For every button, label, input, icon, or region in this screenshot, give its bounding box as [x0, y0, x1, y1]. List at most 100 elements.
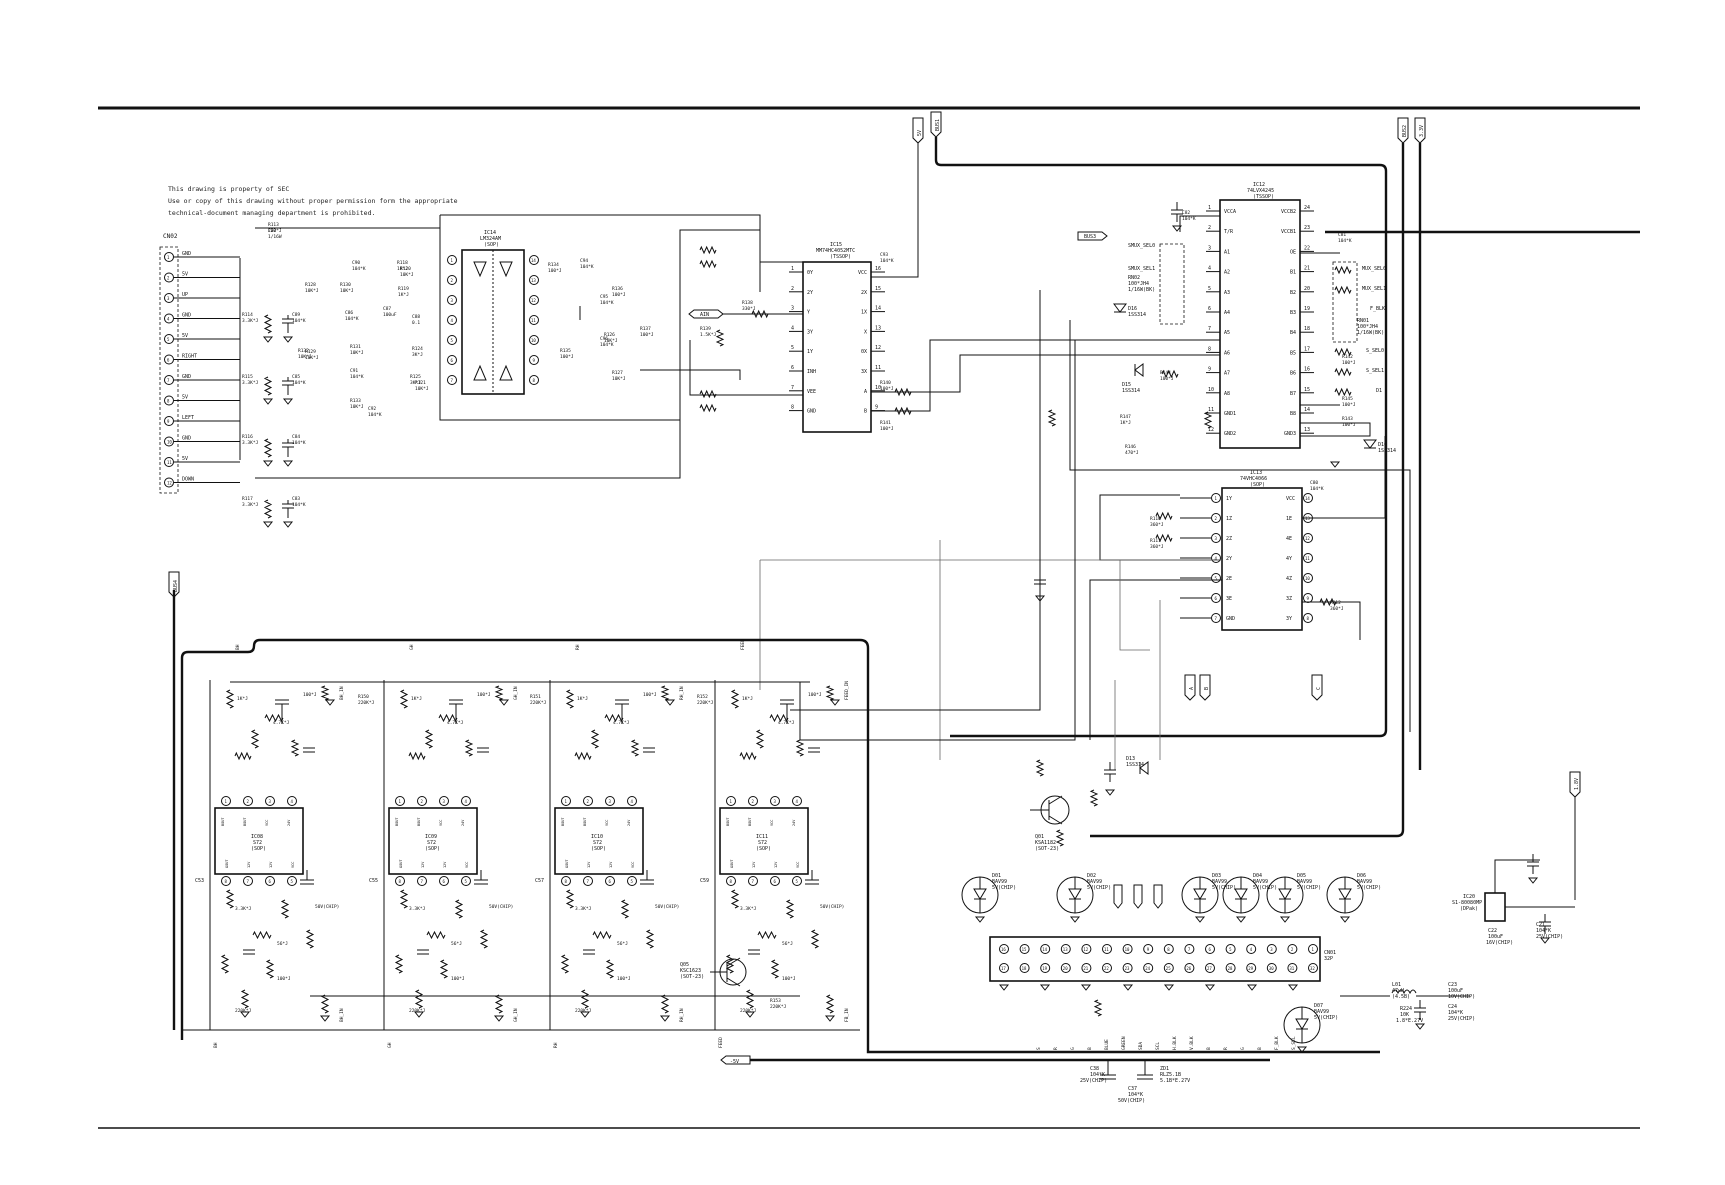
diode-ref-4: D05	[1297, 873, 1306, 879]
val-c95: 104*K	[600, 300, 614, 306]
amp-gnd-bot2-0	[319, 1015, 331, 1022]
amp-top-pin-1-3-num: 4	[465, 799, 468, 804]
diode-ref-3: D04	[1253, 873, 1262, 879]
amp-bot-pin-1-0-num: 8	[399, 879, 402, 884]
val-r140: 100*J	[880, 386, 894, 392]
amp-r11-1	[394, 954, 404, 974]
cn02-pin-2	[164, 272, 174, 283]
diode-ref-5: D06	[1357, 873, 1366, 879]
flag-a: A	[1189, 687, 1195, 690]
amp-bot-pin-0-2	[265, 876, 275, 886]
amp-caps-1	[449, 699, 489, 753]
val-r135: 100*J	[560, 354, 574, 360]
amp-bot-label-2: RH	[553, 1042, 559, 1048]
amp-top-pin-3-0-num: 1	[730, 799, 733, 804]
amp-val-a-2: 1K*J	[577, 696, 588, 702]
flag-c: C	[1316, 687, 1322, 690]
cn02-pin-11	[164, 457, 174, 467]
amp-bot-pin-0-0-num: 8	[225, 879, 228, 884]
c37-val: 104*K	[1128, 1092, 1143, 1098]
amp-bot-pin-3-1-num: 7	[752, 879, 755, 884]
amp-bot-pin-1-1-num: 7	[421, 879, 424, 884]
line-res-1	[699, 259, 717, 269]
ic14-pin-r11	[529, 315, 539, 325]
ic15-pins-lnum-1: 2	[791, 286, 794, 292]
net-flag-bus2: BUS2	[1397, 117, 1409, 144]
ic13-pin-r2	[1303, 533, 1313, 543]
val-r133: 10K*J	[350, 404, 364, 410]
val-r124: 3K*J	[412, 352, 423, 358]
gnd-glyph-3	[1104, 789, 1116, 796]
val-c94: 104*K	[580, 264, 594, 270]
amp-r6-0	[320, 685, 330, 701]
amp-chip-1	[388, 807, 478, 875]
amp-rail-label-3: FEED	[740, 639, 746, 650]
ic12-pins-lnum-10: 11	[1208, 407, 1214, 413]
amp-bot-pin-3-3-num: 5	[796, 879, 799, 884]
transistor-q05: Q05 KSC1623 (SOT-23)	[680, 957, 747, 987]
cn01-net-label-2: G	[1070, 1047, 1076, 1050]
amp-out-caps-3	[748, 870, 819, 955]
ic12-pins-lnum-8: 9	[1208, 367, 1211, 373]
cn01-top-pin-5-num: 5	[1229, 947, 1232, 952]
cn01-bot-pin-30-num: 30	[1269, 966, 1274, 971]
amp-val-b-1: 4.7K*J	[447, 720, 464, 726]
cn02-pin-6	[164, 354, 174, 365]
cn02-pin-label-6: RIGHT	[182, 354, 197, 360]
l01-ref: L01	[1392, 982, 1401, 988]
cn02-res-3	[263, 499, 273, 519]
ref-r121: R121	[415, 380, 426, 386]
amp-val-d-0: 3.3K*J	[235, 906, 252, 912]
cn02-pin-label-7: GND	[182, 374, 191, 380]
cn01-top-pin-9-num: 9	[1147, 947, 1150, 952]
amp-r8-3	[757, 930, 777, 940]
amp-out-label-0: BH_IN	[339, 1008, 345, 1022]
amp-rail-in-label-2: RH_IN	[679, 686, 685, 700]
cn01-bot-pin-18	[1019, 963, 1030, 973]
amp-gnd-top-0	[324, 699, 336, 706]
amp-bot-name-0-3: VCC	[291, 862, 295, 868]
d15-part: 1SS314	[1122, 388, 1140, 394]
cn01-top-pin-10-num: 10	[1125, 947, 1130, 952]
amp-bot-name-1-1: 12V	[421, 861, 425, 868]
cn02-cap-1	[282, 377, 294, 395]
ic13-rname-5: 3Z	[1286, 596, 1292, 602]
diode-pkg-6: 5V(CHIP)	[1314, 1015, 1338, 1021]
amp-r4-3	[795, 739, 805, 757]
ic15-pins-lnum-0: 1	[791, 266, 794, 272]
amp-r13-1	[414, 989, 424, 1009]
cn02-gnd2-2	[282, 460, 294, 467]
ic14-pin-r8	[529, 375, 539, 385]
ref-r138: R138	[742, 300, 753, 306]
cn01-top-pin-2-num: 2	[1291, 947, 1294, 952]
s-sel0-net: S_SEL0	[1366, 348, 1384, 354]
cn01-bot-pin-23	[1122, 963, 1133, 973]
cn01-net-label-10: B	[1206, 1047, 1212, 1050]
c37-rating: 50V(CHIP)	[1118, 1098, 1145, 1104]
ic12-pins-rnum-7: 17	[1304, 346, 1310, 352]
test-point-2	[1153, 884, 1163, 909]
amp-r13-3	[745, 989, 755, 1009]
amp-r9-3	[785, 899, 795, 919]
amp-r9-0	[280, 899, 290, 919]
amp-top-name-1-0: BOUT	[395, 817, 399, 826]
ic12-part: 74LVX4245	[1247, 188, 1274, 194]
cn01-top-pin-1-num: 1	[1312, 947, 1315, 952]
amp-bot-pin-0-1-num: 7	[247, 879, 250, 884]
diode-gnd-2	[1194, 916, 1206, 923]
amp-top-name-3-0: BOUT	[726, 817, 730, 826]
val-r138: 330*J	[742, 306, 756, 312]
amp-rail-in-label-3: FEED_IN	[844, 681, 850, 700]
diode-gnd-3	[1235, 916, 1247, 923]
val-c82: 104*K	[1182, 216, 1196, 222]
ic15-pins-rnum-1: 15	[875, 286, 881, 292]
ic14-pin-l2	[447, 275, 457, 285]
amp-r4-1	[464, 739, 474, 757]
ic15-pins-rnum-6: 10	[875, 385, 881, 391]
cn01-bot-pin-32	[1308, 963, 1318, 973]
ic15-pins-rname-7: B	[864, 409, 867, 415]
ic15-pins-lname-2: Y	[807, 310, 810, 316]
amp-block-ic09: IC09S72(SOP)1BOUT8GOUT2BOUT712V3VCC612V4…	[369, 644, 519, 1048]
ic12-pins-lnum-7: 8	[1208, 346, 1211, 352]
amp-pkg-2: (SOP)	[591, 846, 606, 852]
